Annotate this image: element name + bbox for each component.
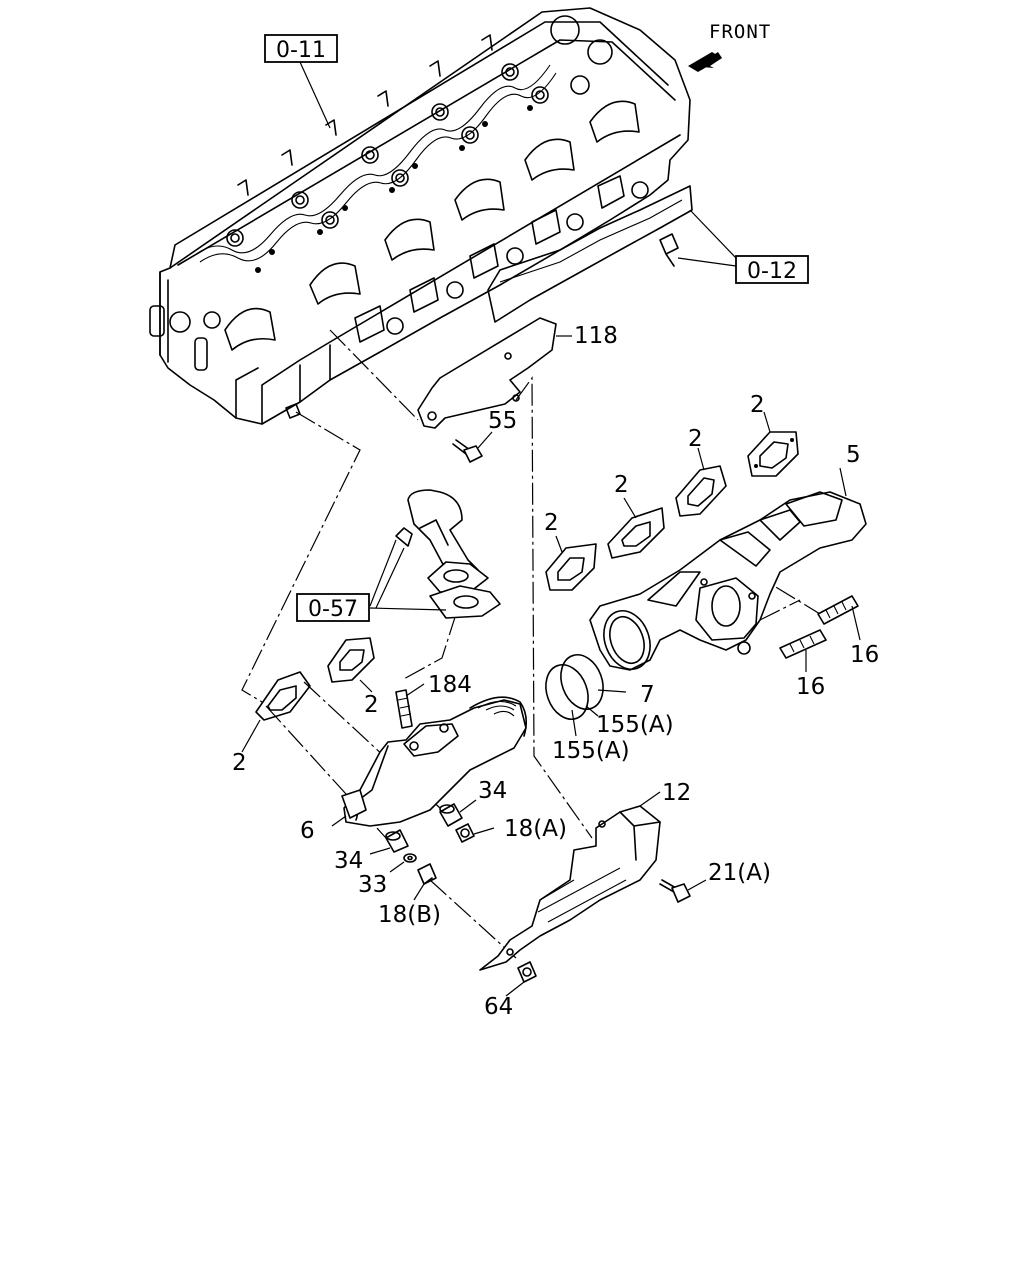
heat-shield-12 xyxy=(479,805,661,971)
gasket-2-b xyxy=(675,465,727,517)
assembly-line-3 xyxy=(515,376,593,839)
bolt-18b xyxy=(417,863,437,885)
nut-64 xyxy=(517,961,537,983)
seal-rings-155a xyxy=(545,654,604,720)
nut-34-a xyxy=(439,803,463,827)
front-label: FRONT xyxy=(709,21,771,43)
label-6: 6 xyxy=(300,818,315,844)
head-gasket-plate xyxy=(487,185,693,323)
label-33: 33 xyxy=(358,872,387,898)
gasket-2-f xyxy=(255,671,311,721)
bracket-118 xyxy=(417,317,557,429)
ref-0-12-label: 0-12 xyxy=(747,259,797,284)
stud-184 xyxy=(395,689,413,729)
label-2-e: 2 xyxy=(364,692,379,718)
label-16-b: 16 xyxy=(796,674,825,700)
label-34-a: 34 xyxy=(478,778,507,804)
gasket-2-d xyxy=(545,543,597,591)
egr-pipe-drawing xyxy=(369,489,501,619)
gasket-2-e xyxy=(327,637,375,683)
ref-box-0-57[interactable]: 0-57 xyxy=(296,593,370,622)
stud-16-a xyxy=(817,595,859,625)
ref-0-57-label: 0-57 xyxy=(308,597,358,622)
label-2-c: 2 xyxy=(614,472,629,498)
assembly-line-2 xyxy=(329,329,419,421)
washer-33 xyxy=(403,853,417,863)
label-155a-1: 155(A) xyxy=(596,712,674,738)
label-64: 64 xyxy=(484,994,513,1020)
bolt-0-12 xyxy=(659,233,679,267)
front-arrow-icon xyxy=(688,52,722,72)
ref-box-0-11[interactable]: 0-11 xyxy=(264,34,338,63)
exhaust-manifold-5 xyxy=(589,491,867,671)
assembly-line-7 xyxy=(401,613,457,681)
bolt-21a xyxy=(659,879,691,903)
label-2-d: 2 xyxy=(544,510,559,536)
label-118: 118 xyxy=(574,323,618,349)
label-2-f: 2 xyxy=(232,750,247,776)
bolt-55 xyxy=(452,431,493,463)
label-34-b: 34 xyxy=(334,848,363,874)
stud-16-b xyxy=(779,629,827,659)
gasket-2-c xyxy=(607,507,665,559)
label-5: 5 xyxy=(846,442,861,468)
label-55: 55 xyxy=(488,408,517,434)
label-2-a: 2 xyxy=(750,392,765,418)
label-184: 184 xyxy=(428,672,472,698)
nut-34-b xyxy=(385,829,409,853)
label-7: 7 xyxy=(640,682,655,708)
ref-0-11-label: 0-11 xyxy=(276,38,326,63)
ref-box-0-12[interactable]: 0-12 xyxy=(735,255,809,284)
bolt-18a xyxy=(455,823,475,843)
assembly-line-6 xyxy=(429,879,517,959)
label-18b: 18(B) xyxy=(378,902,441,928)
assembly-line-1 xyxy=(241,411,361,703)
gasket-2-a xyxy=(747,431,799,477)
label-18a: 18(A) xyxy=(504,816,567,842)
label-12: 12 xyxy=(662,780,691,806)
label-155a-2: 155(A) xyxy=(552,738,630,764)
assembly-line-5 xyxy=(303,681,441,809)
egr-elbow-pipe-6 xyxy=(341,696,528,827)
label-21a: 21(A) xyxy=(708,860,771,886)
cylinder-head-drawing xyxy=(149,7,691,425)
label-2-b: 2 xyxy=(688,426,703,452)
label-16-a: 16 xyxy=(850,642,879,668)
